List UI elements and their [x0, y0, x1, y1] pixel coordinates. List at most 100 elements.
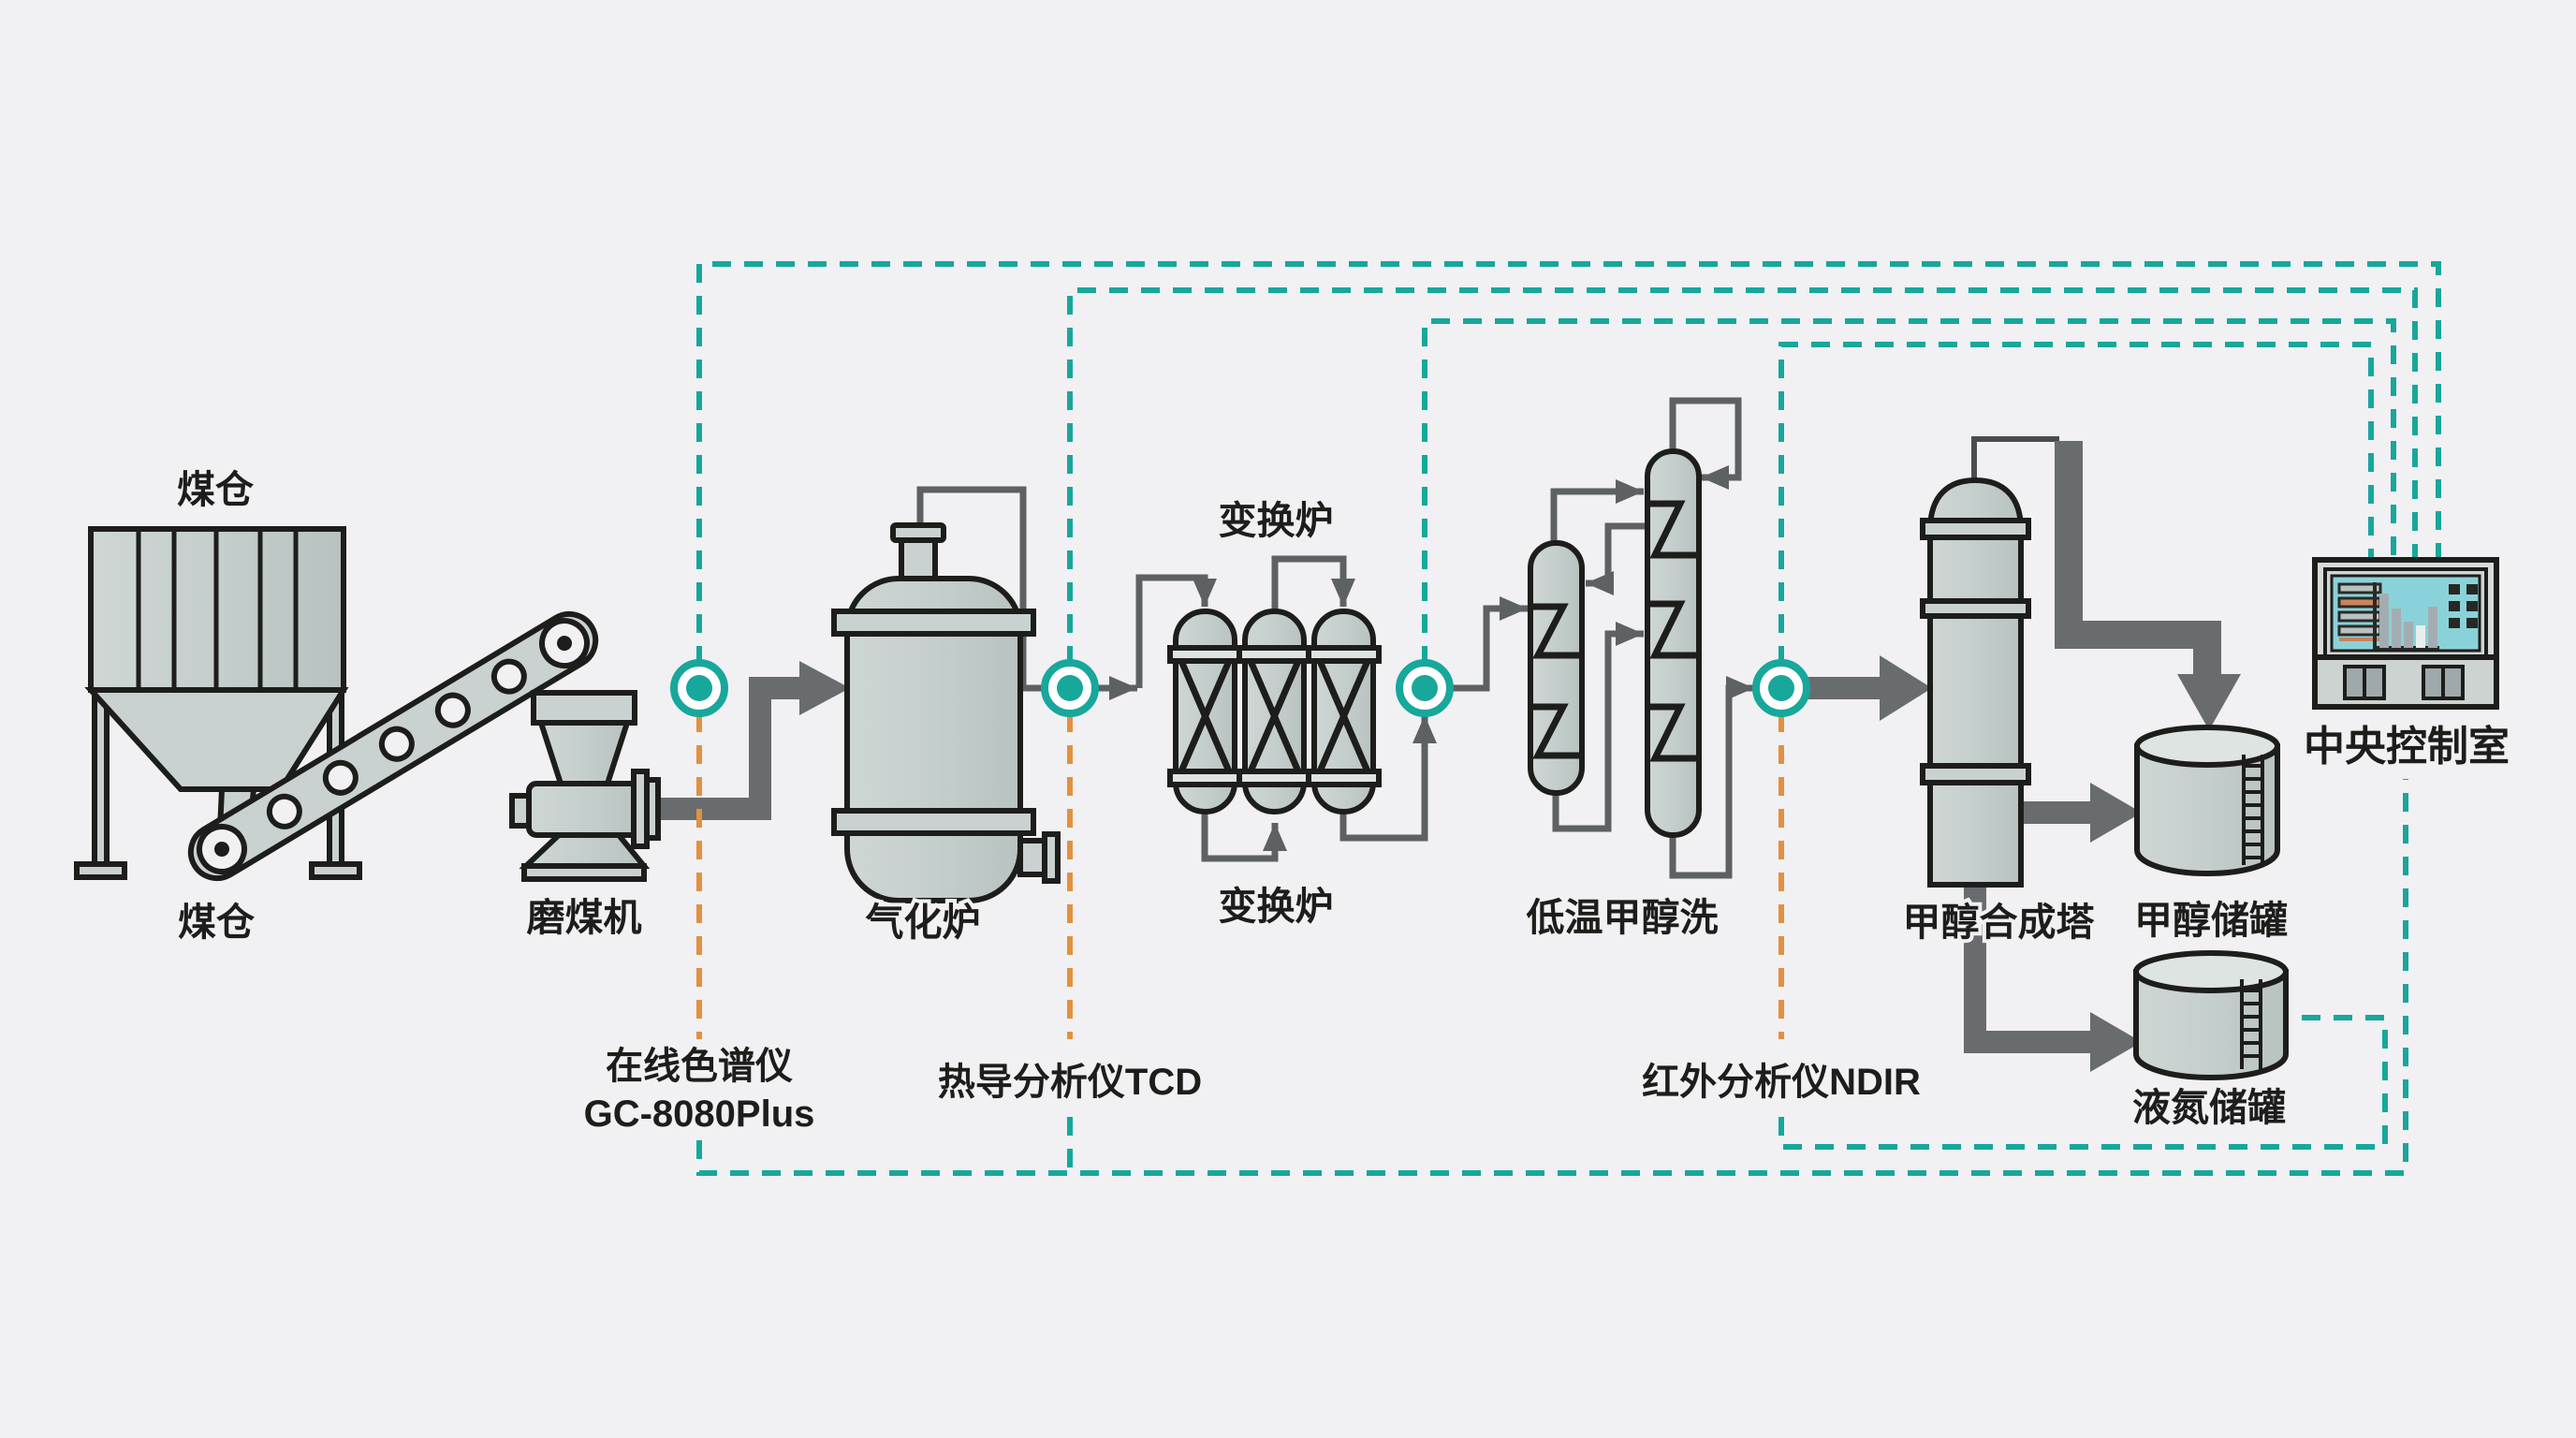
control-room	[2312, 557, 2499, 710]
conveyor-roller	[434, 692, 471, 728]
shift-vessel-2	[1237, 609, 1312, 814]
mill-hopper	[531, 690, 637, 726]
shift-converter-top-label: 变换炉	[1219, 499, 1334, 542]
coal-mill-label: 磨煤机	[527, 896, 642, 939]
coal-mill	[509, 690, 661, 882]
shift-x-brace	[1178, 659, 1233, 773]
wash-packing	[1532, 603, 1580, 659]
arrowhead-sp4-to-tower	[1880, 655, 1932, 721]
shift-vessel-1	[1167, 609, 1243, 814]
sampling-point-dot	[1412, 675, 1438, 701]
signal-line-sp1	[696, 261, 2441, 665]
sampling-point-dot	[686, 675, 712, 701]
arrowhead-tower-to-methanol-tank	[2177, 674, 2241, 730]
tower-body	[1927, 477, 2024, 888]
bunker-foot-left	[74, 861, 127, 880]
mill-body	[526, 781, 650, 838]
pipe-wash-tall-to-short	[1586, 522, 1647, 595]
arrowhead-mill-to-gasifier	[799, 661, 850, 715]
conveyor-wheel-low-hub	[214, 842, 229, 857]
shift-converter-label: 变换炉	[1219, 885, 1334, 928]
signal-network-teal	[696, 261, 2441, 1176]
gasifier-flange-bottom	[831, 808, 1036, 836]
tower-flange-3	[1920, 763, 2031, 785]
conveyor-roller	[322, 759, 359, 796]
wash-packing	[1649, 500, 1697, 559]
tower-flange-1	[1920, 518, 2031, 540]
methanol-synthesis-tower	[1920, 477, 2031, 888]
gasifier-label: 气化炉	[866, 901, 981, 944]
arrowhead-tower-to-nitrogen-tank	[2090, 1012, 2142, 1072]
arrowhead-tower-mid-to-tank	[2090, 783, 2142, 843]
analyzer-gc-label-line1: 在线色谱仪	[606, 1046, 793, 1087]
methanol-tank-label: 甲醇储罐	[2134, 899, 2288, 942]
process-pipes	[916, 397, 2059, 879]
flow-arrows	[657, 441, 2241, 1072]
arrow-mill-to-gasifier	[657, 677, 799, 820]
wash-packing	[1532, 703, 1580, 759]
signal-line-sp3	[1422, 318, 2396, 665]
methanol-wash	[1528, 448, 1702, 838]
mill-flange-2	[644, 777, 661, 841]
arrow-tower-to-nitrogen-tank	[1964, 887, 2090, 1053]
gasifier-flange-top	[831, 609, 1036, 637]
arrow-tower-to-methanol-tank	[2055, 441, 2221, 676]
chart-bar	[2379, 594, 2389, 648]
sampling-point-dot	[1768, 675, 1794, 701]
pipe-shift-1-2	[1201, 812, 1287, 862]
shift-x-brace	[1316, 659, 1371, 773]
conveyor-roller	[490, 658, 527, 695]
conveyor	[187, 610, 599, 882]
console-lower-panel	[2312, 654, 2499, 710]
nitrogen-storage-tank	[2133, 950, 2289, 1081]
wash-packing	[1649, 703, 1697, 762]
chart-bar	[2416, 625, 2425, 648]
signal-line-sp2	[1067, 287, 2418, 665]
methanol-tank-top	[2134, 725, 2280, 768]
gasifier	[831, 522, 1061, 903]
tower-flange-2	[1920, 598, 2031, 619]
conveyor-roller	[378, 726, 415, 762]
mill-base	[521, 863, 647, 882]
sampling-point-dot	[1057, 675, 1083, 701]
analyzer-ndir-label: 红外分析仪NDIR	[1642, 1062, 1921, 1103]
analyzer-tcd-label: 热导分析仪TCD	[938, 1062, 1202, 1103]
analyzer-gc-label-line2: GC-8080Plus	[584, 1093, 815, 1135]
sample-lines-orange	[696, 713, 1784, 1039]
coal-bunker-label: 煤仓	[178, 901, 256, 944]
bunker-leg-left	[92, 687, 110, 867]
nitrogen-tank-label: 液氮储罐	[2132, 1086, 2286, 1129]
shift-vessel-3	[1306, 609, 1382, 814]
gasifier-nozzle-cap	[1042, 831, 1061, 884]
shift-flange	[1306, 769, 1382, 787]
shift-flange	[1306, 645, 1382, 664]
nitrogen-tank-ladder	[2240, 979, 2262, 1069]
pipe-tower-top-takeoff	[1971, 436, 2059, 482]
methanol-synthesis-tower-label: 甲醇合成塔	[1903, 901, 2096, 944]
wash-column-tall	[1645, 448, 1702, 838]
labels: 煤仓 煤仓 磨煤机 气化炉 变换炉 变换炉 低温甲醇洗 甲醇合成塔 甲醇储罐 液…	[173, 464, 2513, 1138]
chart-bar	[2404, 622, 2413, 648]
sampling-point-1	[670, 659, 728, 717]
signal-line-sp4	[1778, 342, 2374, 665]
pipe-wash-short-to-tall-top	[1550, 479, 1644, 543]
sampling-point-2	[1041, 659, 1099, 717]
chart-bar	[2392, 609, 2401, 648]
pipe-wash-outlet-sp4	[1669, 676, 1754, 879]
pipe-shift-outlet-sp3	[1339, 715, 1437, 842]
coal-bunker-top-label: 煤仓	[177, 468, 255, 511]
sampling-point-4	[1752, 659, 1810, 717]
screen-buttons	[2449, 584, 2478, 628]
coal-bunker	[74, 526, 362, 880]
shift-flange	[1237, 769, 1312, 787]
methanol-storage-tank	[2134, 725, 2280, 877]
shift-x-brace	[1247, 659, 1302, 773]
pipe-wash-short-bottom-to-tall	[1552, 622, 1644, 832]
pipe-shift-inlet	[1135, 574, 1217, 688]
shift-flange	[1237, 645, 1312, 664]
shift-flange	[1167, 645, 1243, 664]
wash-packing	[1649, 600, 1697, 659]
pipe-wash-tall-recycle	[1669, 397, 1742, 490]
bunker-foot-right	[309, 861, 362, 880]
